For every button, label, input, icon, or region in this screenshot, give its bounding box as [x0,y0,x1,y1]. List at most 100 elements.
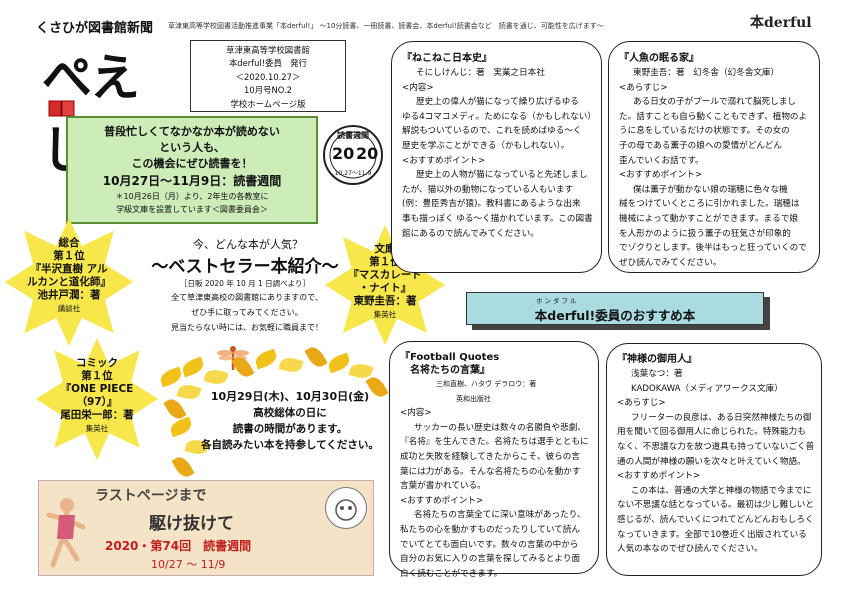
event-dates: 10月27日～11月9日：読書週間 [102,174,282,188]
star-author: 池井戸潤：著 [37,289,101,301]
stamp-year-right: 20 [356,144,379,163]
section-heading: <あらすじ> [617,398,666,409]
notice-dates: 10月29日(木)、10月30日(金) [210,390,370,403]
section-heading: <内容> [402,82,434,93]
bestseller-source: ［日販 2020 年 10 月 1 日調べより］ [179,279,311,288]
star-title: ルカンと道化師』 [27,276,111,288]
section-line: ぜひ読んでみてください。 [619,257,722,268]
event-line: この機会にぜひ読書を！ [131,157,253,170]
section-heading: <内容> [400,408,432,419]
section-line: 歴史上の人物が猫になっていると先述しまし [416,170,588,181]
star-genre: コミック [76,357,118,369]
newsletter-name: くさひが図書館新聞 [36,21,154,36]
runner-illustration [45,495,89,573]
ginkgo-leaf-icon [278,355,304,375]
banner-face [466,292,764,325]
section-line: 解説もついているので、これを読めばゆる～く [402,126,582,137]
stamp-dates: 10.27～11.9 [334,170,372,177]
notice-line: 高校総体の日に [253,407,327,419]
reading-week-box: 普段忙しくてなかなか本が読めない という人も、 この機会にぜひ読書を！ 10月2… [66,116,318,224]
section-line: 械をつけていくところに引かれました。瑞穂は [619,199,800,210]
section-line: 『名将』を生んできた。名将たちは選手とともに [400,437,589,448]
section-line: 白く読むことができます。 [400,568,503,579]
section-heading: <おすすめポイント> [617,471,701,482]
event-note: 学級文庫を設置しています＜図書委員会＞ [116,205,268,214]
book-author: 三和直樹、ハタヴ デラロウ：著 [436,380,537,388]
ginkgo-leaf-icon [171,453,195,481]
event-note: ＊10月26日（月）より、2年生の各教室に [115,192,269,201]
book-card: 『Football Quotes 名将たちの言葉』 三和直樹、ハタヴ デラロウ：… [389,341,599,579]
section-line: ゆる4コマコメディ。ためになる（かもしれない） [402,111,596,122]
ginkgo-leaf-icon [253,348,279,370]
section-line: サッカーの長い歴史は数々の名勝負や悲劇、 [414,422,586,433]
star-title: （97）』 [76,396,118,408]
stamp-top: 読書週間 [337,131,369,140]
book-author: KADOKAWA（メディアワークス文庫） [631,383,783,394]
star-author: 尾田栄一郎：著 [60,409,134,421]
section-heading: <あらすじ> [619,82,668,93]
section-line: 成功と失敗を経験してきたからこそ、彼らの言 [400,451,580,462]
book-title: 名将たちの言葉』 [410,365,490,376]
section-line: 歴史上の偉人が猫になって繰り広げるゆる [416,97,579,108]
section-line: た。話すことも自ら動くこともできず、植物のよ [619,111,808,122]
reading-week-poster: ラストページまで 駆け抜けて 2020・第74回 読書週間 10/27 ～ 11… [38,480,374,576]
header-tagline: 草津東高等学校図書活動推進事業「本derful!」 ～10分読書、一冊読書、読書… [168,22,604,30]
book-title: 『人魚の眠る家』 [619,53,699,64]
ginkgo-leaf-icon [176,382,202,402]
section-line: ない不思議な話となっている。最初は少し難しいと [617,500,814,511]
logo-text: 本derful [750,15,812,31]
section-line: たが、猫以外の動物になっている人もいます [402,184,574,195]
ginkgo-leaf-icon [168,416,194,438]
ginkgo-leaf-icon [231,353,255,381]
poster-badge [325,487,367,529]
section-heading: <おすすめポイント> [619,170,703,181]
info-line: 本derful!委員 発行 [228,58,308,69]
bestseller-title: ～ベストセラー本紹介～ [151,257,339,277]
ginkgo-leaf-icon [326,352,352,374]
section-line: 自分のお気に入りの言葉を探してみるとより面 [400,554,581,565]
section-line: なっていきます。全部で10巻近く出版されている [617,529,807,540]
section-line: 僕は薫子が動かない娘の瑞穂に色々な機 [633,184,788,195]
star-title: 『ONE PIECE [60,383,134,395]
star-publisher: 集英社 [373,310,397,319]
notice-line: 読書の時間があります。 [232,423,348,435]
section-line: うに息をしているだけの状態です。その女の [619,126,790,137]
section-line: 館にあるので読んでみてください。 [402,228,539,239]
section-line: 葉には力がある。そんな名将たちの心を動かす [400,466,581,477]
book-author: 東野圭吾：著 幻冬舎（幻冬舎文庫） [633,68,780,78]
bestseller-desc: 全て草津東高校の図書館にありますので、 [171,293,323,302]
banner-ruby: ホンダフル [536,297,579,305]
poster-line3: 2020・第74回 読書週間 [105,539,252,553]
section-line: 人気の本なのでぜひ読んでください。 [617,544,763,555]
star-title: ・ナイト』 [358,282,412,294]
book-title: 『ねこねこ日本史』 [402,53,492,64]
section-line: 事も描っぽく ゆる～く描かれています。この図書 [402,213,593,224]
book-card: 『神様の御用人』 浅葉なつ：著 KADOKAWA（メディアワークス文庫） <あら… [606,343,822,576]
info-line: 草津東高等学校図書館 [226,45,310,55]
book-card: 『人魚の眠る家』 東野圭吾：著 幻冬舎（幻冬舎文庫） <あらすじ> ある日女の子… [608,41,820,273]
bestseller-comic: コミック 第１位 『ONE PIECE （97）』 尾田栄一郎：著 集英社 [36,357,158,435]
section-line: 歪んでいくお話です。 [619,155,704,166]
star-genre: 総合 [58,237,80,249]
star-rank: 第１位 [81,370,113,382]
section-line: なく、不思議な力を放つ道具も持っていないごく普 [617,441,815,452]
section-line: を人形かのように扱う薫子の狂気さが印象的 [619,228,791,239]
info-box: 草津東高等学校図書館 本derful!委員 発行 ＜2020.10.27＞ 10… [190,40,346,112]
book-title: 『Football Quotes [400,352,500,363]
poster-line1: ラストページまで [95,488,207,504]
stamp-year-left: 20 [332,144,355,163]
star-publisher: 集英社 [85,424,109,433]
section-line: ある日女の子がプールで溺れて脳死しまし [633,97,797,108]
event-line: という人も、 [159,141,225,154]
book-card: 『ねこねこ日本史』 そにしけんじ：著 実業之日本社 <内容> 歴史上の偉人が猫に… [391,41,602,273]
section-heading: <おすすめポイント> [400,495,484,506]
notice-line: 各自読みたい本を持参してください。 [201,439,379,451]
reading-week-stamp: 読書週間 20 20 10.27～11.9 [322,124,384,186]
ginkgo-leaf-icon [304,343,328,371]
event-line: 普段忙しくてなかなか本が読めない [104,125,280,138]
section-line: 感じるが、読んでいくにつれてどんどんおもしろく [617,514,814,525]
section-line: 通の人間が神様の願いを次々と叶えていく物語。 [617,456,806,467]
section-line: 私たちの心を動かすものだったりしていて読ん [400,524,580,535]
star-title: 『マスカレード [348,269,422,281]
bestseller-desc: ぜひ手に取ってみてください。 [191,308,303,317]
